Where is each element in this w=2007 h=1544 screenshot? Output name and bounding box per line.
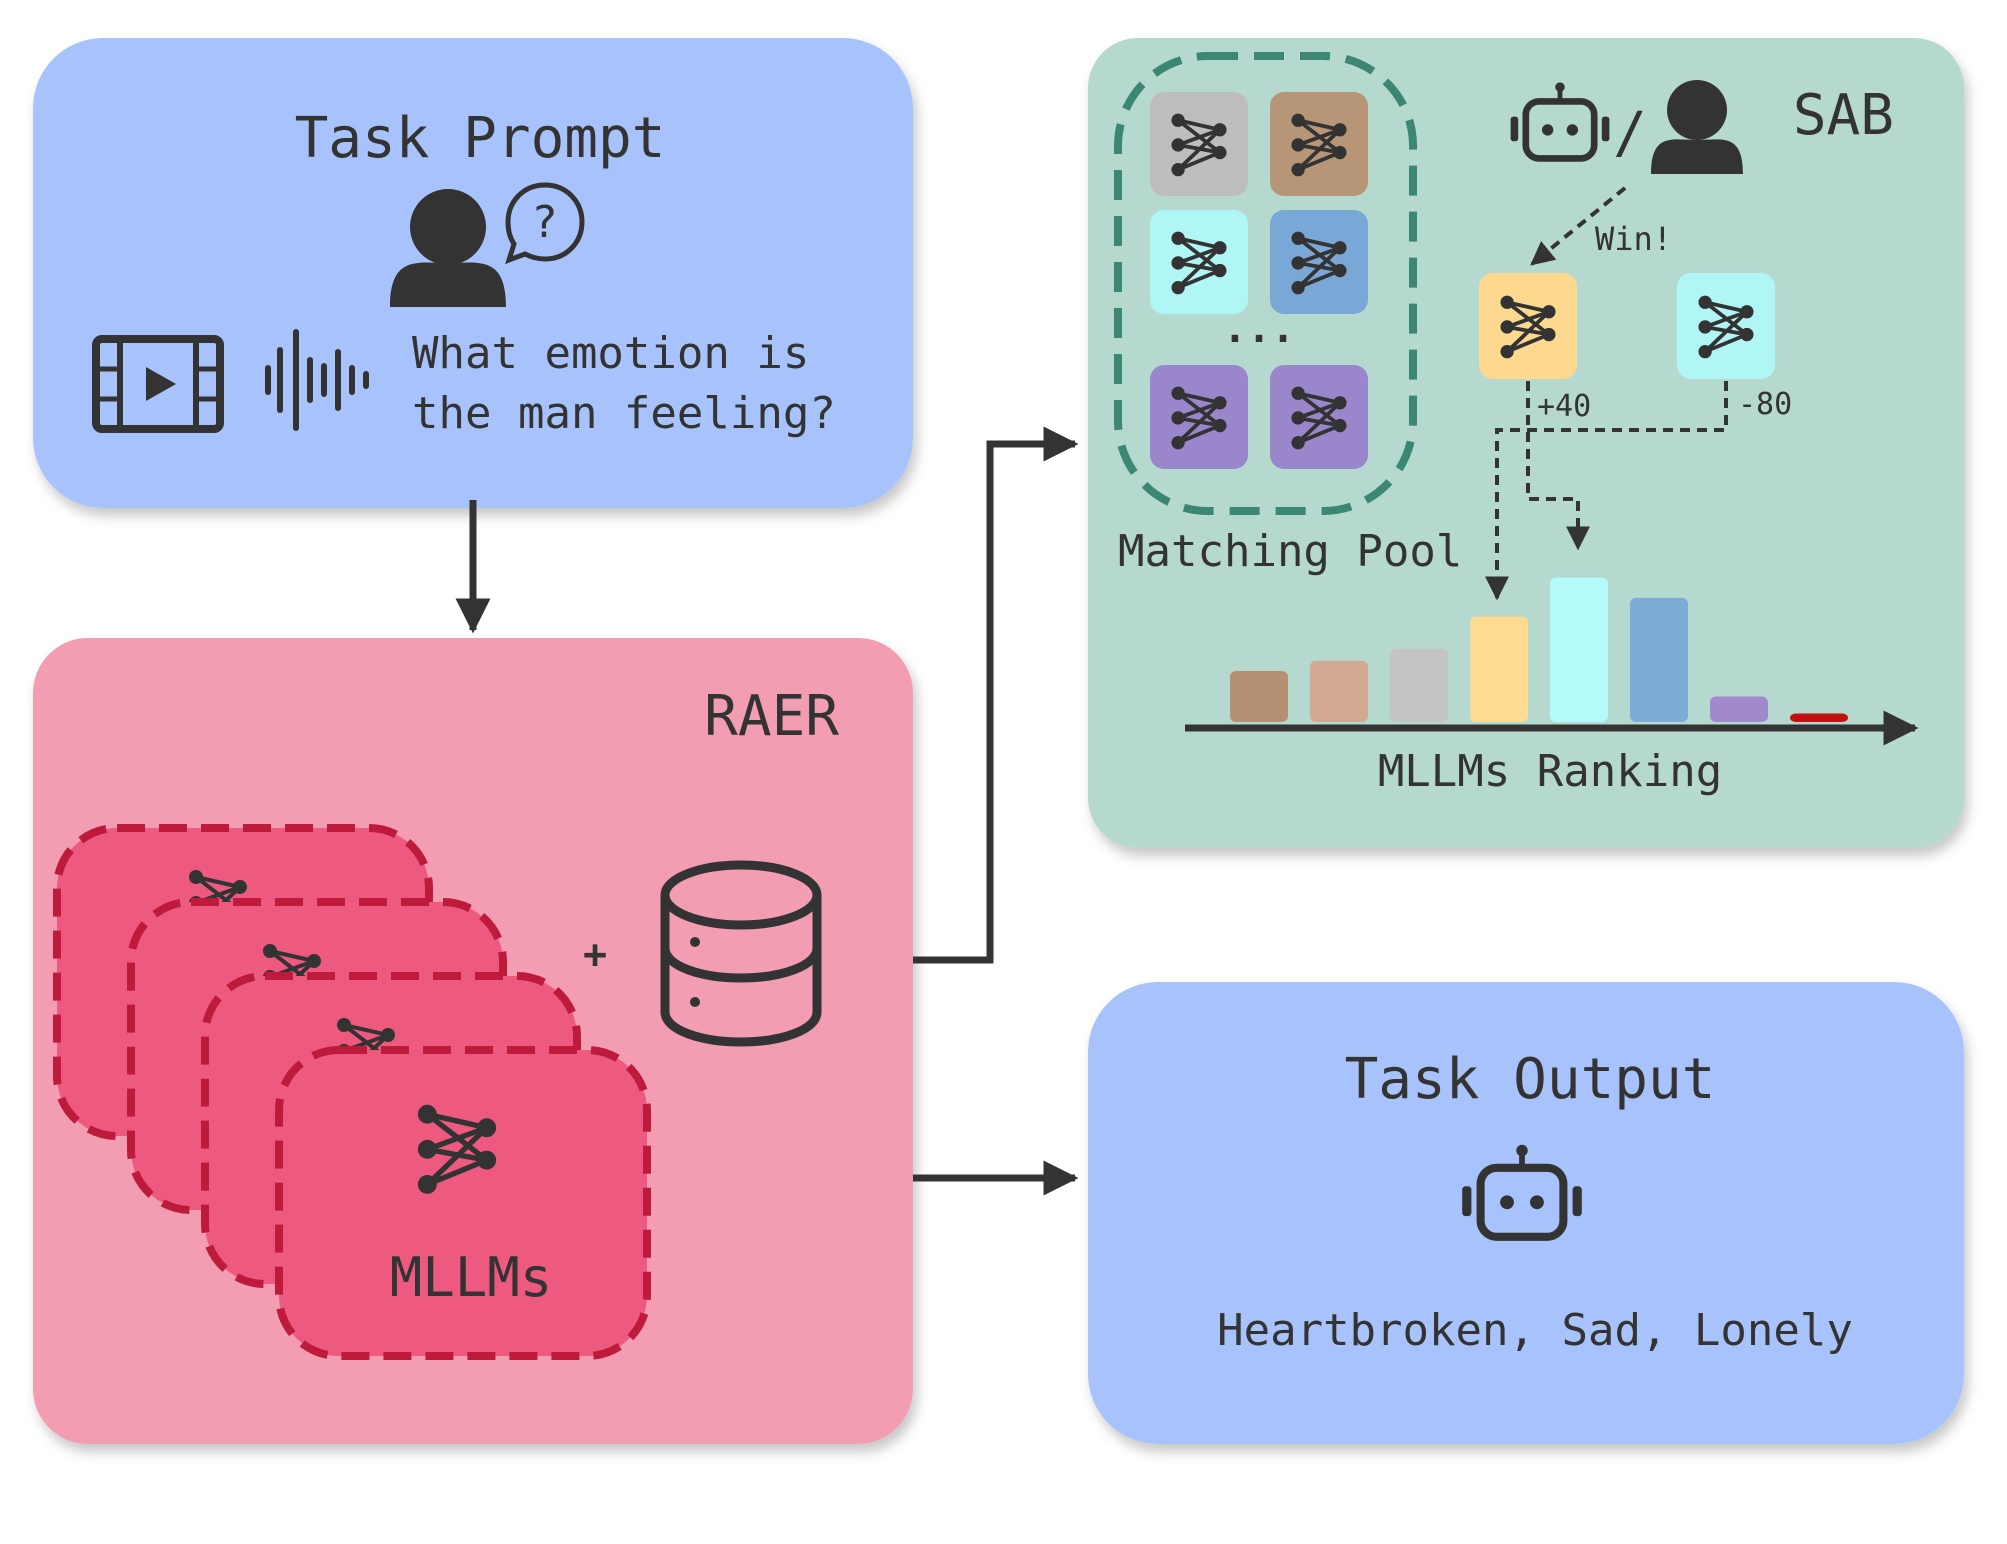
sab-panel: SAB ... (1088, 38, 1964, 848)
svg-text:?: ? (533, 197, 556, 248)
prompt-question-line1: What emotion is (412, 328, 809, 379)
ranking-bar (1470, 616, 1528, 722)
ranking-bar (1550, 577, 1608, 722)
pool-model-tile (1150, 365, 1248, 469)
user-icon (1651, 80, 1743, 174)
winner-rank-update-arrow (1526, 381, 1590, 551)
mllms-label: MLLMs (390, 1246, 553, 1309)
win-label: Win! (1595, 220, 1672, 258)
mllm-card-front: MLLMs (275, 1046, 651, 1360)
loser-rank-update-arrow (1485, 381, 1728, 601)
pool-ellipsis: ... (1223, 306, 1295, 352)
arrow-raer-to-sab (913, 426, 1079, 964)
ranking-bars (1230, 577, 1848, 722)
mllm-card-stack: MLLMs (53, 824, 651, 1360)
user-icon (390, 189, 506, 307)
prompt-question-line2: the man feeling? (412, 388, 836, 439)
ranking-bar (1630, 597, 1688, 722)
loser-delta: -80 (1738, 387, 1792, 422)
matching-pool-label: Matching Pool (1118, 526, 1462, 577)
raer-panel: RAER MLLMs + (33, 638, 913, 1444)
ranking-bar (1790, 713, 1848, 722)
win-arrow (1530, 186, 1627, 266)
ranking-bar (1390, 648, 1448, 722)
pool-model-tile (1270, 365, 1368, 469)
plus-sign: + (583, 932, 607, 978)
task-prompt-panel: Task Prompt ? (33, 38, 913, 508)
pool-model-tile (1150, 210, 1248, 314)
task-output-title: Task Output (1345, 1047, 1716, 1112)
pool-model-tile (1270, 210, 1368, 314)
sab-title: SAB (1793, 83, 1894, 148)
winner-model-tile (1479, 273, 1577, 379)
audio-waveform-icon (265, 329, 369, 431)
task-prompt-title: Task Prompt (295, 106, 666, 171)
judge-separator: / (1613, 101, 1647, 166)
task-output-panel: Task Output Heartbroken, Sad, Lonely (1088, 982, 1964, 1444)
question-bubble-icon: ? (505, 182, 585, 265)
ranking-bar (1230, 671, 1288, 722)
ranking-label: MLLMs Ranking (1378, 746, 1722, 797)
database-icon (660, 860, 822, 1047)
task-output-answer: Heartbroken, Sad, Lonely (1217, 1305, 1853, 1356)
winner-delta: +40 (1537, 389, 1591, 424)
ranking-bar (1310, 660, 1368, 722)
pool-model-tile (1270, 92, 1368, 196)
raer-title: RAER (704, 684, 839, 749)
loser-model-tile (1677, 273, 1775, 379)
video-icon (92, 335, 224, 433)
ranking-bar (1710, 696, 1768, 722)
matching-pool: ... (1114, 52, 1417, 515)
pool-model-tile (1150, 92, 1248, 196)
